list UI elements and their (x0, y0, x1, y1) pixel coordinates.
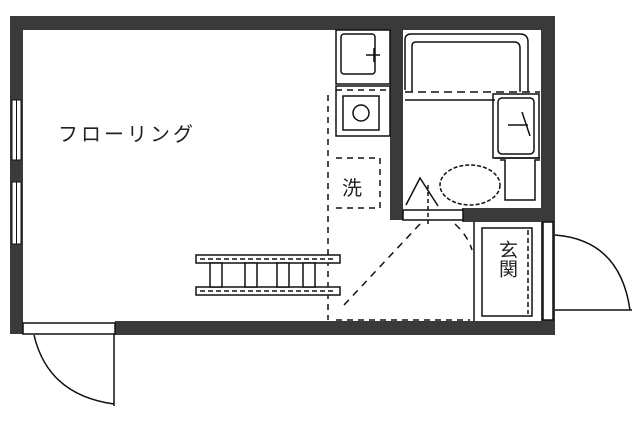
bathtub (404, 33, 540, 101)
room-label-flooring: フローリング (58, 122, 196, 146)
entrance-swing (343, 223, 473, 306)
kitchen-sink (335, 29, 391, 85)
room-label-laundry: 洗 (342, 176, 362, 200)
entrance-door (542, 221, 632, 321)
kitchen-dashed-outline (327, 89, 470, 321)
balcony-door (22, 322, 116, 406)
bathroom-door (402, 176, 464, 225)
stove (335, 85, 391, 137)
storage-rack (195, 254, 341, 296)
room-label-entrance: 玄関 (496, 240, 518, 278)
left-windows (11, 99, 22, 245)
entrance-area (473, 222, 533, 321)
washbasin (492, 93, 540, 159)
toilet (439, 157, 540, 206)
